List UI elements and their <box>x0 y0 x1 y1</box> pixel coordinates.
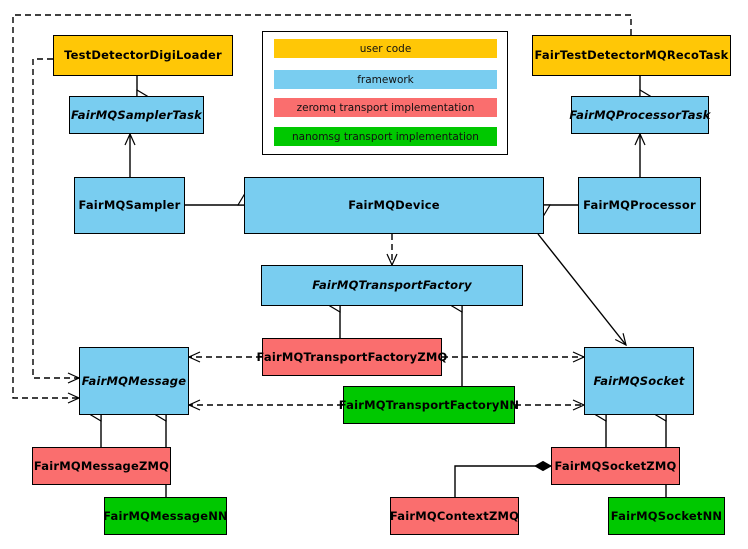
legend-panel: user code framework zeromq transport imp… <box>262 31 508 155</box>
class-node-fairmqmessagenn[interactable]: FairMQMessageNN <box>103 497 228 535</box>
class-node-fairmqdevice[interactable]: FairMQDevice <box>244 177 544 234</box>
legend-label-nanomsg: nanomsg transport implementation <box>292 130 479 143</box>
class-node-testdetectordigiloader[interactable]: TestDetectorDigiLoader <box>53 35 233 76</box>
class-node-fairmqmessagezmq[interactable]: FairMQMessageZMQ <box>32 447 171 485</box>
class-node-fairmqsocketzmq[interactable]: FairMQSocketZMQ <box>551 447 680 485</box>
class-node-fairmqmessage[interactable]: FairMQMessage <box>79 347 189 415</box>
class-node-fairmqprocessor[interactable]: FairMQProcessor <box>578 177 701 234</box>
class-node-fairmqsampler[interactable]: FairMQSampler <box>74 177 185 234</box>
class-node-fairmqsocket[interactable]: FairMQSocket <box>584 347 694 415</box>
class-node-fairmqprocessortask[interactable]: FairMQProcessorTask <box>569 96 710 134</box>
edge-device-socket <box>537 233 627 347</box>
class-node-fairmqtransportfactoryzmq[interactable]: FairMQTransportFactoryZMQ <box>257 338 447 376</box>
legend-item-zeromq: zeromq transport implementation <box>274 98 497 117</box>
legend-item-user-code: user code <box>274 39 497 58</box>
class-node-fairmqtransportfactorynn[interactable]: FairMQTransportFactoryNN <box>339 386 519 424</box>
class-node-fairmqtransportfactory[interactable]: FairMQTransportFactory <box>261 265 523 306</box>
class-node-fairtestdetectormqrecotask[interactable]: FairTestDetectorMQRecoTask <box>532 35 731 76</box>
legend-label-zeromq: zeromq transport implementation <box>296 101 475 114</box>
class-node-fairmqsocketnn[interactable]: FairMQSocketNN <box>608 497 725 535</box>
edge-contextzmq-socketzmq <box>454 466 551 497</box>
class-node-fairmqcontextzmq[interactable]: FairMQContextZMQ <box>390 497 519 535</box>
edge-recotask-message <box>12 14 632 404</box>
edge-digiloader-message <box>32 58 81 384</box>
legend-item-framework: framework <box>274 70 497 89</box>
class-node-fairmqsamplertask[interactable]: FairMQSamplerTask <box>69 96 204 134</box>
legend-item-nanomsg: nanomsg transport implementation <box>274 127 497 146</box>
legend-label-user-code: user code <box>359 42 412 55</box>
legend-label-framework: framework <box>357 73 414 86</box>
